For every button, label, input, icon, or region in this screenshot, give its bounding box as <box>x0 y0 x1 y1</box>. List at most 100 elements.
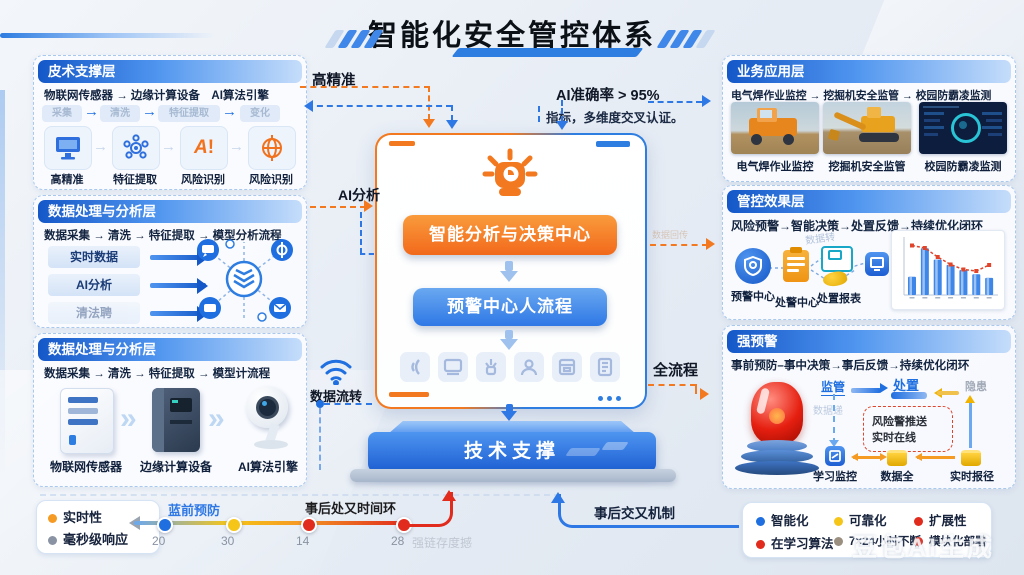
mini-bar-chart <box>891 230 1005 310</box>
photo-label: 校园防霸凌监测 <box>924 161 1002 173</box>
decision-center-button[interactable]: 智能分析与决策中心 <box>403 215 617 255</box>
arrow-glyph: → <box>222 103 237 120</box>
blue-feedback-path <box>558 494 739 528</box>
warning-center-button[interactable]: 预警中心人流程 <box>413 288 607 326</box>
report-monitor-icon <box>821 246 853 272</box>
card-deco <box>389 141 415 146</box>
platform-top <box>388 421 636 434</box>
photo-label: 挖掘机安全监管 <box>828 161 906 173</box>
data-store-icon <box>961 450 981 466</box>
panel-header: 业务应用层 <box>727 60 1011 83</box>
arrow-glyph: → <box>93 138 108 155</box>
icon-label: 数据全 <box>880 471 914 483</box>
printer-icon <box>552 352 582 382</box>
ai-icon: Aǃ <box>180 126 228 170</box>
connector-line <box>324 403 372 405</box>
photo-label: 电气焊作业监控 <box>736 161 814 173</box>
connector-line <box>307 105 452 107</box>
icon-label: 学习监控 <box>813 471 857 483</box>
faded-tail-text: 强链存度撼 <box>412 536 473 550</box>
flow-text: 数据采集 → 清洗 → 特征提取 → 模型分析流程 <box>44 230 282 242</box>
timeline-number: 30 <box>221 534 235 548</box>
background-shape <box>0 33 215 38</box>
post-cross-label: 事后交又机制 <box>594 506 675 521</box>
arrow-glyph: → <box>84 103 99 120</box>
arrow-right <box>150 277 208 294</box>
arrow-up <box>965 390 975 403</box>
full-process-label: 全流程 <box>653 362 699 379</box>
ai-hub-icon <box>197 239 293 322</box>
connector-line <box>695 384 697 394</box>
sound-wave-icon <box>400 352 430 382</box>
legend-item: 在学习算法 <box>756 533 834 552</box>
icon-label: 风险识别 <box>181 174 225 186</box>
timeline-dot <box>301 517 317 533</box>
globe-icon <box>248 126 296 170</box>
device-label: 边缘计算设备 <box>139 460 212 474</box>
card-deco <box>596 141 630 147</box>
data-pill: 实时数据 <box>48 246 140 268</box>
arrow-down <box>829 440 839 452</box>
prevent-label: 蓝前预防 <box>168 503 221 518</box>
flow-arrow <box>851 388 881 393</box>
connector-line <box>360 253 374 255</box>
data-flow-label: 数据流转 <box>310 389 363 404</box>
arrow-right <box>364 200 379 212</box>
push-alert-box: 风险警推送 实时在线 <box>863 406 953 452</box>
legend-item: 智能化 <box>756 510 809 529</box>
monitor-icon <box>438 352 468 382</box>
down-arrow-icon <box>500 339 518 359</box>
platform-label: 技术支撑 <box>463 441 560 462</box>
stage-pill: 采集 <box>42 105 82 122</box>
title-slashes-right <box>656 30 716 53</box>
hidden-danger-label: 隐患 <box>965 381 987 393</box>
device-label: AI算法引擎 <box>237 460 298 474</box>
iot-sensor-image <box>60 388 114 454</box>
warning-center-icon <box>735 248 771 284</box>
flow-text: 事前预防–事中决策→事后反馈→持续优化闭环 <box>731 359 970 372</box>
timeline-number: 28 <box>391 534 405 548</box>
panel-tech-support: 皮术支撑层 物联网传感器 → 边缘计算设备 AI算法引擎 采集 → 清洗 → 特… <box>33 55 307 190</box>
post-loop-label: 事后处又时间环 <box>305 501 397 516</box>
faded-note: 数据回传 <box>652 230 689 240</box>
alarm-siren-icon <box>482 148 538 196</box>
icon-label: 实时报径 <box>950 471 994 483</box>
flow-arrow <box>917 456 955 459</box>
ai-camera-image <box>242 386 296 452</box>
connector-line <box>451 105 453 121</box>
arrow-right <box>702 95 717 107</box>
connector-line <box>40 494 560 496</box>
panel-header: 数据处理与分析层 <box>38 338 302 361</box>
panel-header: 强预警 <box>727 330 1011 353</box>
push-alert-line2: 实时在线 <box>872 432 916 444</box>
data-pill: AI分析 <box>48 274 140 296</box>
arrow-left <box>911 453 922 461</box>
connector-line <box>538 106 540 122</box>
monitor-icon <box>44 126 92 170</box>
dispatch-center-icon <box>783 247 809 282</box>
platform-base <box>350 469 676 482</box>
connector-line <box>428 86 430 120</box>
tech-support-platform: 技术支撑 <box>368 432 656 472</box>
icon-label: 风险识别 <box>249 174 293 186</box>
arrow-down <box>423 119 435 134</box>
connector-line <box>650 244 708 246</box>
title-underline <box>451 48 644 57</box>
panel-header: 皮术支撑层 <box>38 60 302 83</box>
connector-line <box>648 384 696 386</box>
arrow-up <box>442 483 456 501</box>
icon-label: 处警中心 <box>775 297 819 309</box>
legend-item: 实时性 <box>48 507 102 526</box>
stage-pill: 变化 <box>240 105 280 122</box>
card-deco <box>389 392 429 397</box>
icon-label: 特征提取 <box>113 174 157 186</box>
chevron-arrow: » <box>120 402 137 435</box>
arrow-glyph: → <box>142 103 157 120</box>
faded-note: 数据递 <box>813 406 843 417</box>
data-pill: 清法聘 <box>48 302 140 324</box>
legend-item: 毫秒级响应 <box>48 529 128 548</box>
connector-line <box>833 394 835 444</box>
wifi-icon <box>320 359 352 385</box>
legend-item: 7×24小时不断 <box>834 533 921 549</box>
connector-line <box>360 212 362 254</box>
